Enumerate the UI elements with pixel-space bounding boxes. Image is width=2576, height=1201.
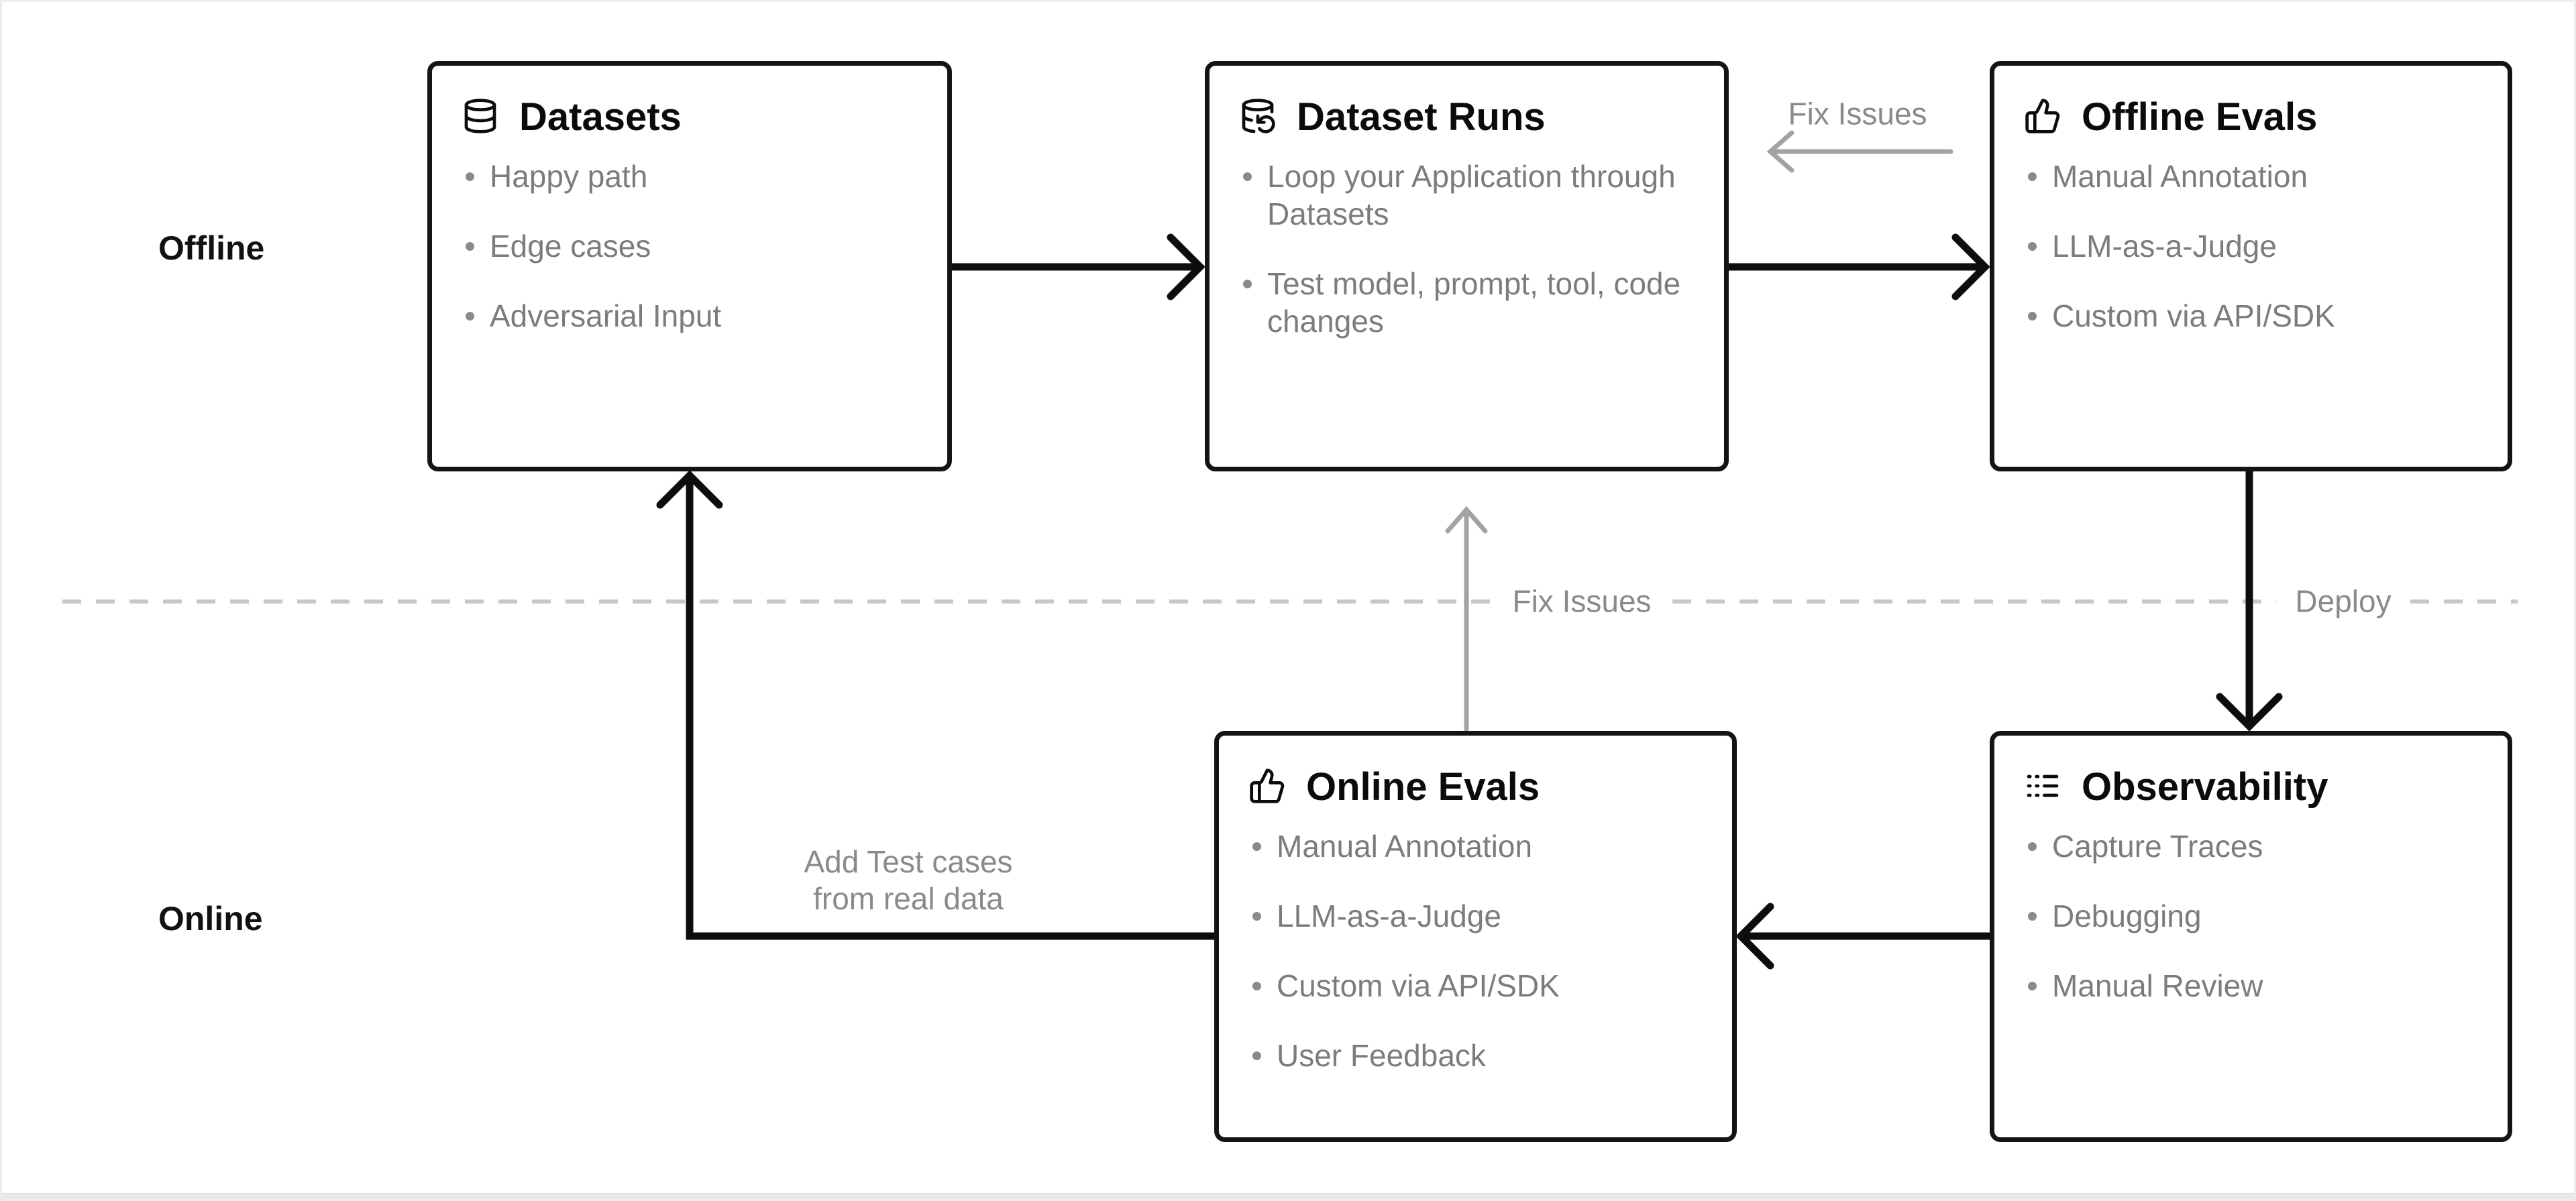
database-loop-icon — [1239, 97, 1277, 138]
bullet-item: Test model, prompt, tool, code changes — [1243, 265, 1695, 340]
bullet-item: LLM-as-a-Judge — [2028, 227, 2478, 265]
observability-box-title: Observability — [2082, 765, 2328, 809]
bullet-item: Manual Annotation — [2028, 158, 2478, 195]
deploy-label: Deploy — [2276, 583, 2410, 620]
bullet-item: User Feedback — [1252, 1037, 1703, 1074]
bullet-item: Custom via API/SDK — [2028, 297, 2478, 335]
add-test-cases-line2: from real data — [813, 881, 1004, 916]
logs-icon — [2024, 767, 2061, 808]
bullet-item: Custom via API/SDK — [1252, 967, 1703, 1005]
offline-evals-box-header: Offline Evals — [2024, 95, 2478, 140]
observability-to-online-evals-arrow — [1735, 903, 1994, 970]
page-bottom-edge — [2, 1193, 2574, 1199]
dataset-runs-box-header: Dataset Runs — [1239, 95, 1695, 140]
bullet-item: Happy path — [466, 158, 918, 195]
dataset-runs-to-offline-evals-arrow — [1725, 233, 1990, 300]
fix-issues-middle-arrow — [1445, 506, 1488, 732]
datasets-box-title: Datasets — [519, 95, 682, 139]
dataset-runs-box-title: Dataset Runs — [1297, 95, 1546, 139]
datasets-box-header: Datasets — [462, 95, 918, 140]
bullet-item: Manual Review — [2028, 967, 2478, 1005]
bullet-item: Adversarial Input — [466, 297, 918, 335]
bullet-item: Edge cases — [466, 227, 918, 265]
datasets-to-dataset-runs-arrow — [948, 233, 1205, 300]
thumbs-up-icon — [2024, 97, 2061, 138]
deploy-arrow — [2216, 467, 2283, 732]
bullet-item: LLM-as-a-Judge — [1252, 897, 1703, 935]
offline-evals-box-title: Offline Evals — [2082, 95, 2318, 139]
online-evals-to-datasets-arrow — [656, 470, 1218, 940]
add-test-cases-line1: Add Test cases — [804, 844, 1013, 879]
add-test-cases-label: Add Test cases from real data — [720, 844, 1096, 917]
bullet-item: Capture Traces — [2028, 827, 2478, 865]
dataset-runs-box: Dataset Runs Loop your Application throu… — [1205, 61, 1729, 471]
fix-issues-top-arrow — [1766, 130, 1953, 173]
database-icon — [462, 97, 499, 138]
bullet-item: Manual Annotation — [1252, 827, 1703, 865]
online-evals-box-header: Online Evals — [1248, 765, 1703, 810]
fix-issues-middle-label: Fix Issues — [1493, 583, 1670, 620]
fix-issues-top-label: Fix Issues — [1788, 96, 1927, 131]
online-evals-box-title: Online Evals — [1306, 765, 1540, 809]
observability-box-header: Observability — [2024, 765, 2478, 810]
thumbs-up-icon — [1248, 767, 1286, 808]
online-lane-label: Online — [158, 900, 263, 937]
bullet-item: Debugging — [2028, 897, 2478, 935]
bullet-item: Loop your Application through Datasets — [1243, 158, 1695, 233]
offline-lane-label: Offline — [158, 229, 265, 267]
